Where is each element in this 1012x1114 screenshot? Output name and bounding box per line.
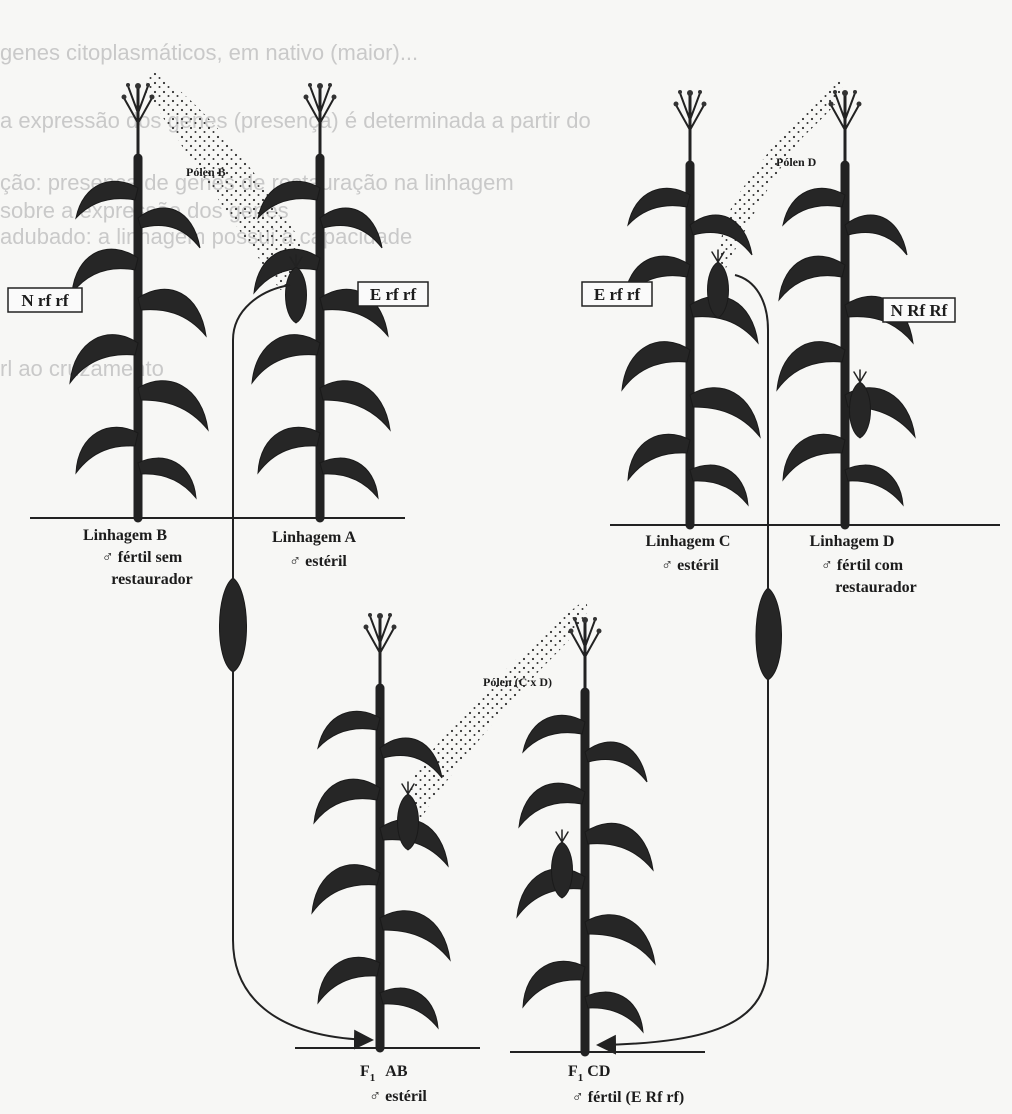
genotype-box-b: N rf rf	[8, 288, 82, 312]
arrow-cd-icon	[598, 680, 768, 1045]
line-a-title: Linhagem A	[272, 529, 356, 546]
corn-plant-c-icon	[622, 90, 760, 525]
corn-plant-f1-ab-icon	[312, 613, 450, 1048]
genotype-c-text: E rf rf	[594, 285, 641, 304]
background-bleed-text: genes citoplasmáticos, em nativo (maior)…	[0, 40, 591, 381]
f1-ab-sub: 1	[370, 1072, 376, 1084]
genotype-a-text: E rf rf	[370, 285, 417, 304]
f1-ab-label: F1 AB ♂ estéril	[360, 1063, 427, 1105]
line-d-desc1: ♂ fértil com	[821, 557, 904, 574]
bleed-line-5: adubado: a linhagem possui a capacidade	[0, 224, 412, 249]
pollen-d-label: Pólen D	[776, 155, 817, 169]
line-a-desc1: ♂ estéril	[289, 553, 347, 570]
line-d-label: Linhagem D ♂ fértil com restaurador	[810, 533, 917, 596]
line-b-label: Linhagem B ♂ fértil sem restaurador	[83, 527, 193, 588]
line-c-label: Linhagem C ♂ estéril	[646, 533, 731, 574]
pollen-b-label: Pólen B	[186, 165, 226, 179]
seed-cd-icon	[756, 588, 782, 680]
genotype-b-text: N rf rf	[21, 291, 69, 310]
genotype-box-d: N Rf Rf	[883, 298, 955, 322]
seed-ab-icon	[219, 578, 246, 672]
f1-cd-desc: ♂ fértil (E Rf rf)	[572, 1089, 684, 1106]
f1-ab-f: F	[360, 1063, 370, 1080]
f1-ab-desc: ♂ estéril	[369, 1088, 427, 1105]
line-b-desc2: restaurador	[111, 571, 192, 588]
line-d-desc2: restaurador	[835, 579, 916, 596]
genotype-box-c: E rf rf	[582, 282, 652, 306]
genotype-box-a: E rf rf	[358, 282, 428, 306]
genotype-d-text: N Rf Rf	[891, 301, 948, 320]
line-c-title: Linhagem C	[646, 533, 731, 550]
pollen-cd-label: Pólen (C x D)	[483, 675, 552, 689]
f1-cd-sub: 1	[578, 1072, 584, 1084]
line-d-title: Linhagem D	[810, 533, 895, 550]
ear-f1-cd-icon	[552, 830, 573, 898]
line-b-title: Linhagem B	[83, 527, 167, 544]
line-a-label: Linhagem A ♂ estéril	[272, 529, 356, 570]
f1-cd-f: F	[568, 1063, 578, 1080]
ear-d-icon	[850, 370, 871, 438]
f1-ab-name: AB	[385, 1063, 408, 1080]
f1-cd-name: CD	[587, 1063, 610, 1080]
line-c-desc1: ♂ estéril	[661, 557, 719, 574]
line-b-desc1: ♂ fértil sem	[102, 549, 183, 566]
bleed-line-1: genes citoplasmáticos, em nativo (maior)…	[0, 40, 418, 65]
bleed-line-2: a expressão dos genes (presença) é deter…	[0, 108, 591, 133]
